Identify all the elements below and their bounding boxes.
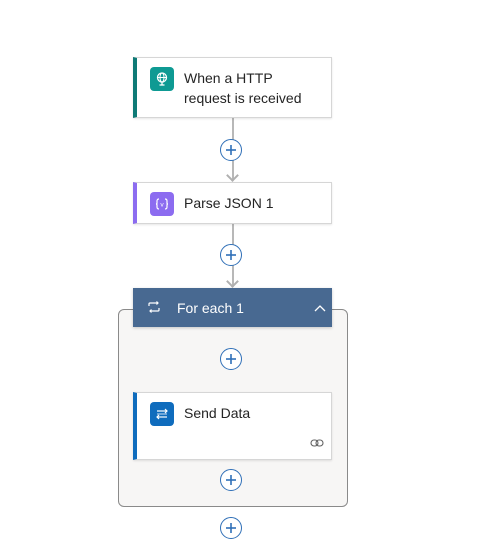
action-card-parse-json[interactable]: v Parse JSON 1 bbox=[133, 182, 332, 224]
trigger-card-http-request[interactable]: When a HTTP request is received bbox=[133, 57, 332, 118]
plus-icon bbox=[226, 354, 236, 364]
chevron-up-icon[interactable] bbox=[313, 300, 327, 318]
connector-arrow bbox=[226, 275, 239, 288]
trigger-title: When a HTTP request is received bbox=[184, 70, 302, 106]
add-step-button[interactable] bbox=[220, 139, 242, 161]
for-each-title: For each 1 bbox=[177, 300, 244, 316]
loop-icon bbox=[147, 300, 161, 319]
plus-icon bbox=[226, 250, 236, 260]
parse-json-title: Parse JSON 1 bbox=[184, 195, 274, 211]
http-request-icon bbox=[150, 67, 174, 91]
action-card-send-data[interactable]: Send Data bbox=[133, 392, 332, 460]
svg-text:v: v bbox=[160, 202, 164, 209]
add-step-button[interactable] bbox=[220, 244, 242, 266]
for-each-header[interactable]: For each 1 bbox=[133, 288, 332, 327]
link-icon bbox=[310, 435, 324, 453]
send-data-title: Send Data bbox=[184, 405, 251, 421]
send-data-icon bbox=[150, 402, 174, 426]
variable-braces-icon: v bbox=[150, 192, 174, 216]
plus-icon bbox=[226, 145, 236, 155]
plus-icon bbox=[226, 523, 236, 533]
connector-arrow bbox=[226, 169, 239, 182]
add-step-button[interactable] bbox=[220, 469, 242, 491]
add-step-button[interactable] bbox=[220, 517, 242, 539]
plus-icon bbox=[226, 475, 236, 485]
add-step-button[interactable] bbox=[220, 348, 242, 370]
